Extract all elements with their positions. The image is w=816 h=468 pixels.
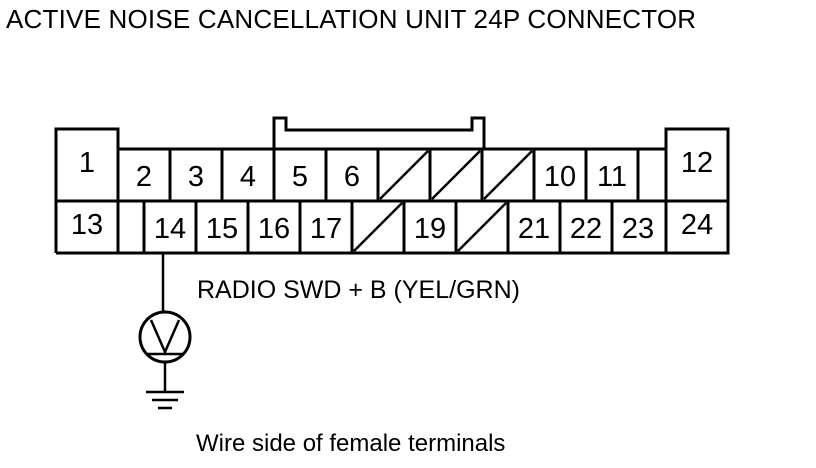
- pin-5: 5: [292, 161, 308, 193]
- empty-cavity-18: [353, 202, 403, 252]
- pin-10: 10: [544, 161, 576, 193]
- wire-label: RADIO SWD + B (YEL/GRN): [197, 276, 520, 304]
- pin-22: 22: [570, 213, 602, 245]
- pin-19: 19: [414, 213, 446, 245]
- pin-23: 23: [622, 213, 654, 245]
- connector-lock-tab: [272, 116, 486, 149]
- empty-cavity-9: [483, 150, 533, 200]
- pin-14: 14: [154, 213, 186, 245]
- pin-4: 4: [240, 161, 256, 193]
- pin-16: 16: [258, 213, 290, 245]
- ground-icon: [146, 390, 184, 410]
- pin-3: 3: [188, 161, 204, 193]
- pin-6: 6: [344, 161, 360, 193]
- pin-17: 17: [310, 213, 342, 245]
- pin-12: 12: [681, 147, 713, 179]
- pin-1: 1: [79, 147, 95, 179]
- voltmeter-icon: [138, 310, 192, 364]
- pin-21: 21: [518, 213, 550, 245]
- empty-cavity-20: [457, 202, 507, 252]
- pin-13: 13: [71, 209, 103, 241]
- pin-11: 11: [597, 161, 627, 193]
- diagram-title: ACTIVE NOISE CANCELLATION UNIT 24P CONNE…: [6, 4, 697, 34]
- empty-cavity-7: [379, 150, 429, 200]
- pin-24: 24: [681, 209, 713, 241]
- pin-15: 15: [206, 213, 238, 245]
- diagram-caption: Wire side of female terminals: [196, 430, 506, 457]
- pin-2: 2: [136, 161, 152, 193]
- empty-cavity-8: [431, 150, 481, 200]
